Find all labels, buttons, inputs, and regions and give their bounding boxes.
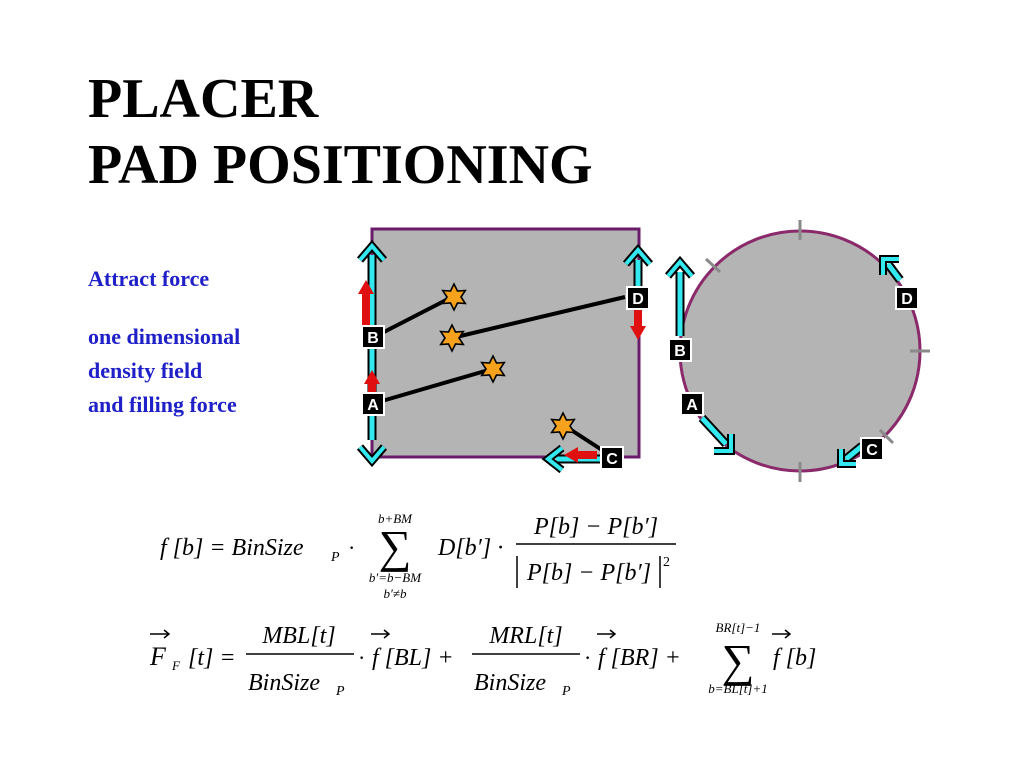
svg-text:MBL[t]: MBL[t] (261, 623, 335, 649)
red-arrows (358, 280, 646, 463)
title-line-1: PLACER (88, 68, 319, 130)
svg-text:∑: ∑ (722, 635, 755, 686)
svg-text:BR[t]−1: BR[t]−1 (716, 620, 761, 635)
svg-text:D[b′] ·: D[b′] · (437, 535, 503, 561)
page-title: PLACER PAD POSITIONING (88, 66, 593, 198)
svg-text:b+BM: b+BM (378, 511, 413, 526)
svg-text:P: P (335, 684, 345, 699)
density-line-3: and filling force (88, 392, 237, 417)
cyan-arrow-circle-d (879, 255, 904, 283)
svg-text:[t] =: [t] = (188, 645, 236, 671)
svg-text:P: P (330, 550, 340, 565)
svg-text:·: · (348, 535, 355, 560)
density-field-label: one dimensional density field and fillin… (88, 320, 240, 422)
equation-total-force: F F [t] = MBL[t] BinSize P · f [BL] + MR… (149, 620, 816, 699)
pad-label-b-circle: B (668, 338, 692, 362)
svg-text:·: · (358, 645, 365, 670)
cyan-arrow-circle-a (698, 414, 735, 455)
svg-text:f [b] = BinSize: f [b] = BinSize (160, 535, 304, 561)
pad-label-a-square: A (361, 392, 385, 416)
attract-force-label: Attract force (88, 266, 210, 291)
pad-label-c-square: C (600, 446, 624, 470)
svg-text:f [BR] +: f [BR] + (598, 645, 681, 671)
cyan-double-arrow-circle-left (664, 255, 696, 336)
svg-text:D: D (632, 291, 644, 308)
density-line-1: one dimensional (88, 324, 241, 349)
svg-text:f [b]: f [b] (773, 645, 816, 671)
pad-label-d-square: D (626, 286, 650, 310)
cyan-arrow-circle-c (837, 442, 865, 468)
svg-text:b′=b−BM: b′=b−BM (369, 570, 422, 585)
svg-text:BinSize: BinSize (248, 670, 320, 696)
svg-text:A: A (686, 397, 698, 414)
title-line-2: PAD POSITIONING (88, 134, 593, 196)
svg-text:MRL[t]: MRL[t] (488, 623, 562, 649)
svg-text:P[b] − P[b′]: P[b] − P[b′] (526, 560, 651, 586)
pad-label-b-square: B (361, 325, 385, 349)
svg-text:P[b] − P[b′]: P[b] − P[b′] (533, 514, 658, 540)
density-line-2: density field (88, 358, 203, 383)
svg-text:F: F (149, 642, 167, 671)
circle-tick-marks (704, 220, 930, 482)
svg-text:F: F (171, 658, 181, 673)
svg-text:b′≠b: b′≠b (384, 586, 407, 601)
svg-text:B: B (674, 343, 686, 360)
svg-text:C: C (606, 451, 618, 468)
pad-label-a-circle: A (680, 392, 704, 416)
svg-text:C: C (866, 442, 878, 459)
svg-text:f [BL] +: f [BL] + (372, 645, 454, 671)
svg-text:2: 2 (663, 555, 670, 570)
svg-text:∑: ∑ (379, 521, 412, 572)
svg-text:P: P (561, 684, 571, 699)
svg-text:D: D (901, 291, 913, 308)
equation-filling-force: f [b] = BinSize P · b+BM ∑ b′=b−BM b′≠b … (160, 511, 676, 601)
svg-text:B: B (367, 330, 379, 347)
pad-label-d-circle: D (895, 286, 919, 310)
pad-label-c-circle: C (860, 437, 884, 461)
svg-text:b=BL[t]+1: b=BL[t]+1 (708, 681, 767, 696)
svg-text:BinSize: BinSize (474, 670, 546, 696)
svg-text:·: · (584, 645, 591, 670)
net-wires (381, 295, 626, 452)
placement-square (370, 227, 641, 459)
svg-text:A: A (367, 397, 379, 414)
